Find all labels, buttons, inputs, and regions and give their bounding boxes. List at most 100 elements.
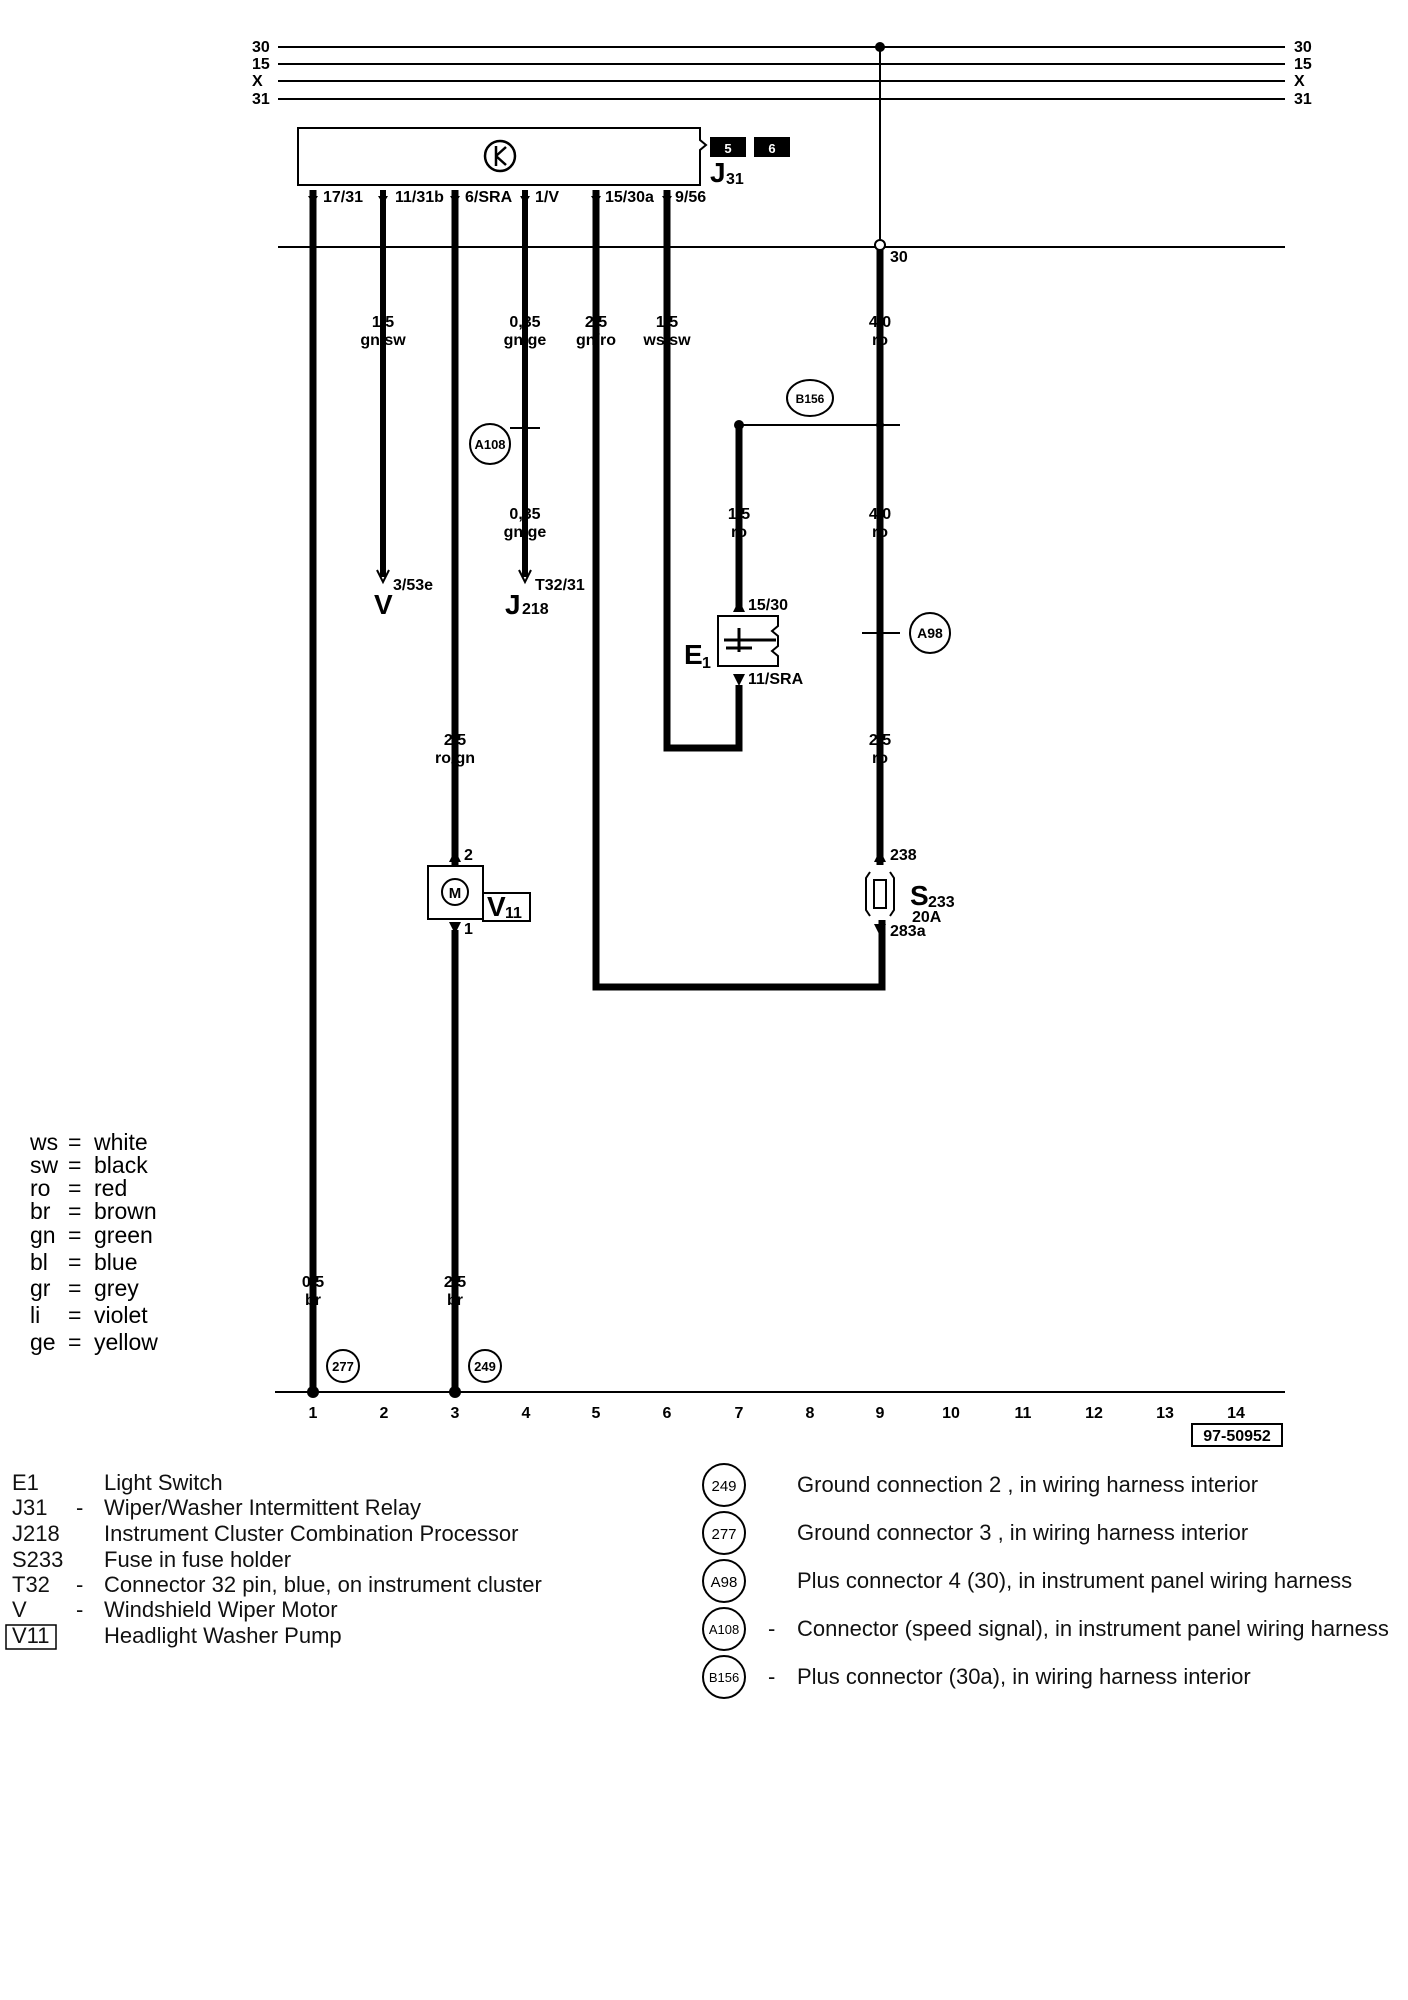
v-arrow xyxy=(376,569,390,585)
relay-pin-15-30a: 15/30a xyxy=(605,189,654,206)
relay-box-5 xyxy=(710,137,746,157)
comp-code-v: V xyxy=(12,1597,27,1622)
w7-size: 1,5 xyxy=(728,506,750,523)
ground-number-1: 1 xyxy=(309,1405,318,1422)
comp-desc-v: Windshield Wiper Motor xyxy=(104,1597,338,1622)
a98-label: A98 xyxy=(917,625,943,641)
v11-id-sub: 11 xyxy=(505,905,522,922)
leg-a108-desc: Connector (speed signal), in instrument … xyxy=(797,1616,1389,1641)
ground-number-2: 2 xyxy=(380,1405,389,1422)
b156-circle xyxy=(786,379,834,417)
bus-labels-right: 30 15 X 31 xyxy=(1294,39,1312,108)
comp-code-j31: J31 xyxy=(12,1495,47,1520)
ground-number-3: 3 xyxy=(451,1405,460,1422)
leg-249-circle xyxy=(702,1463,746,1507)
relay-box-6 xyxy=(754,137,790,157)
j218-arrow xyxy=(518,569,532,585)
v-pin: 3/53e xyxy=(393,577,433,594)
v11-id: V xyxy=(487,891,506,922)
color-code-gn: gn xyxy=(30,1222,56,1248)
component-legend: E1 Light Switch J31 - Wiper/Washer Inter… xyxy=(5,1470,542,1650)
arrow-col5 xyxy=(591,196,601,204)
ground-249-circle xyxy=(468,1349,502,1383)
color-eq-gn: = xyxy=(68,1222,81,1248)
bus-lines xyxy=(278,46,1285,100)
relay-j31: 5 6 J 31 17/31 11/31b 6/SRA 1/V 15/30a 9… xyxy=(297,127,790,206)
w3g-size: 2,5 xyxy=(444,1274,466,1291)
comp-dash-v: - xyxy=(76,1597,83,1622)
color-eq-ge: = xyxy=(68,1329,81,1355)
w9b-size: 4,0 xyxy=(869,506,891,523)
leg-277-circle xyxy=(702,1511,746,1555)
color-code-bl: bl xyxy=(30,1249,48,1275)
comp-desc-j218: Instrument Cluster Combination Processor xyxy=(104,1521,519,1546)
j218-id-sub: 218 xyxy=(522,601,549,618)
component-s233: 238 S 233 20A 283a xyxy=(865,847,955,940)
s233-fuse-icon xyxy=(873,879,887,909)
color-eq-sw: = xyxy=(68,1152,81,1178)
color-name-br: brown xyxy=(94,1198,157,1224)
relay-box-5-label: 5 xyxy=(724,141,731,156)
e1-pin-bottom: 11/SRA xyxy=(748,671,804,688)
relay-box-6-label: 6 xyxy=(768,141,775,156)
j218-id: J xyxy=(505,589,521,620)
color-eq-ro: = xyxy=(68,1175,81,1201)
v11-top-arrow xyxy=(449,850,461,862)
leg-a98-circle xyxy=(702,1559,746,1603)
comp-code-j218: J218 xyxy=(12,1521,60,1546)
w3-size: 2,5 xyxy=(444,732,466,749)
diagram-id-box xyxy=(1191,1423,1283,1447)
ground-dot-3 xyxy=(449,1386,461,1398)
comp-desc-v11: Headlight Washer Pump xyxy=(104,1623,342,1648)
leg-249-code: 249 xyxy=(711,1478,736,1495)
ground-number-12: 12 xyxy=(1085,1405,1103,1422)
leg-277-desc: Ground connector 3 , in wiring harness i… xyxy=(797,1520,1248,1545)
relay-id: J xyxy=(710,157,726,188)
color-name-li: violet xyxy=(94,1302,148,1328)
bus-label-15-right: 15 xyxy=(1294,56,1312,73)
connector-b156: B156 xyxy=(734,379,884,430)
w4a-size: 0,35 xyxy=(509,314,540,331)
comp-code-v11: V11 xyxy=(12,1623,50,1648)
ground-number-8: 8 xyxy=(806,1405,815,1422)
ground-number-13: 13 xyxy=(1156,1405,1174,1422)
ground-rail: 277 249 xyxy=(275,1349,1285,1398)
color-code-br: br xyxy=(30,1198,51,1224)
relay-pin-9-56: 9/56 xyxy=(675,189,706,206)
bus-label-31-right: 31 xyxy=(1294,91,1312,108)
s233-top-arrow xyxy=(874,850,886,862)
color-code-gr: gr xyxy=(30,1275,51,1301)
bus-label-31-left: 31 xyxy=(252,91,270,108)
ground-number-9: 9 xyxy=(876,1405,885,1422)
w6-size: 1,5 xyxy=(656,314,678,331)
bus-label-30-left: 30 xyxy=(252,39,270,56)
arrow-col1 xyxy=(308,196,318,204)
connector-legend: 249 Ground connection 2 , in wiring harn… xyxy=(702,1463,1389,1699)
terminal-30-label: 30 xyxy=(890,249,908,266)
relay-pin-6-sra: 6/SRA xyxy=(465,189,513,206)
w9b-color: ro xyxy=(872,524,888,541)
arrow-col4 xyxy=(520,196,530,204)
comp-desc-j31: Wiper/Washer Intermittent Relay xyxy=(104,1495,421,1520)
ground-277-circle xyxy=(326,1349,360,1383)
comp-desc-e1: Light Switch xyxy=(104,1470,223,1495)
ground-number-5: 5 xyxy=(592,1405,601,1422)
leg-a98-code: A98 xyxy=(711,1574,738,1591)
leg-b156-code: B156 xyxy=(709,1670,739,1685)
s233-pin-top: 238 xyxy=(890,847,917,864)
ground-number-11: 11 xyxy=(1015,1405,1032,1422)
e1-contact xyxy=(724,628,776,652)
v11-bottom-arrow xyxy=(449,922,461,934)
comp-code-t32: T32 xyxy=(12,1572,50,1597)
color-code-ro: ro xyxy=(30,1175,50,1201)
s233-bottom-arrow xyxy=(874,924,886,936)
bus-label-x-right: X xyxy=(1294,73,1305,90)
color-code-ws: ws xyxy=(29,1129,58,1155)
color-eq-bl: = xyxy=(68,1249,81,1275)
w1g-color: br xyxy=(305,1292,321,1309)
j218-pin: T32/31 xyxy=(535,577,585,594)
component-v: 3/53e V xyxy=(374,569,433,620)
wires xyxy=(309,190,900,1390)
relay-pin-17-31: 17/31 xyxy=(323,189,363,206)
bus-label-15-left: 15 xyxy=(252,56,270,73)
